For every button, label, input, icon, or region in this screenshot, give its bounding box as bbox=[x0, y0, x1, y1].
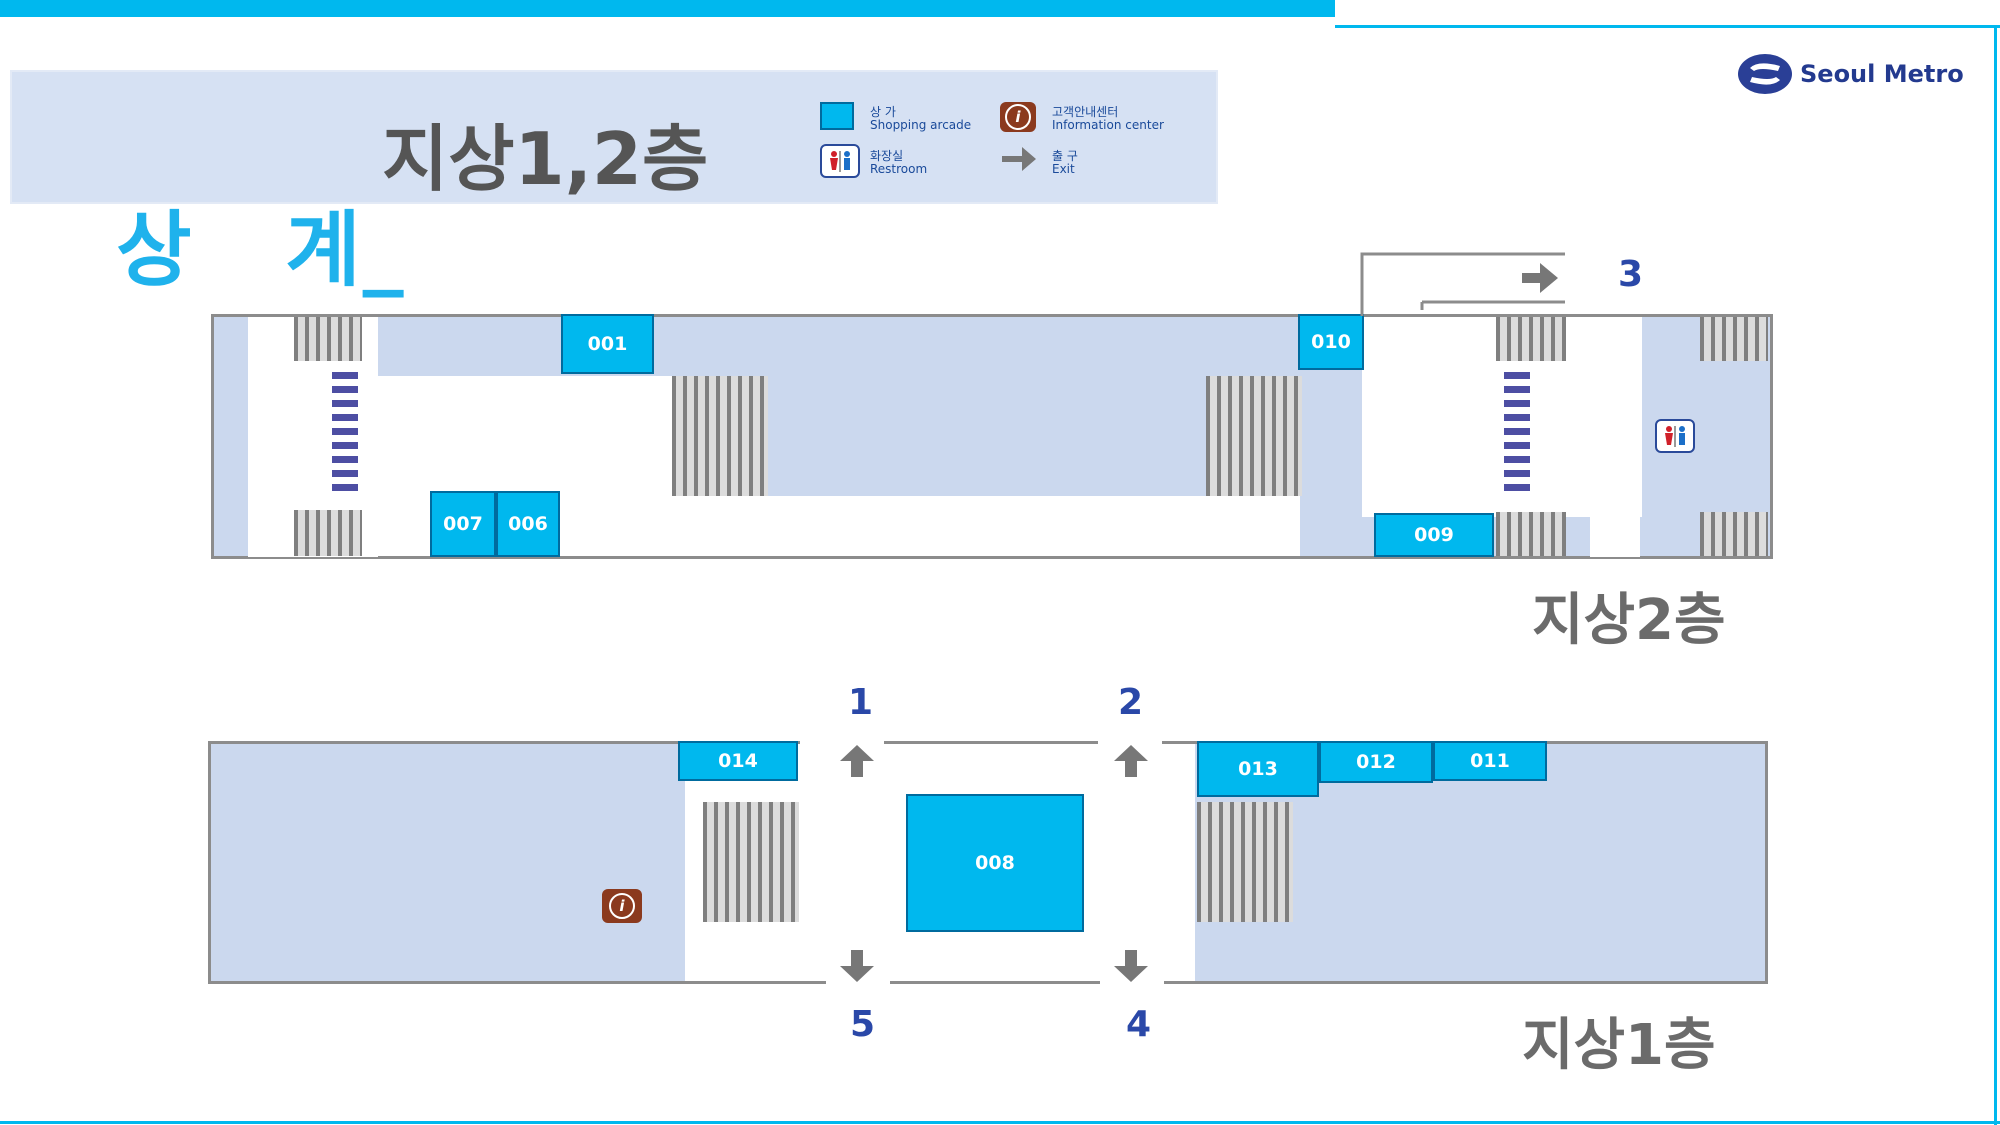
exit-3-label[interactable]: 3 bbox=[1618, 254, 1644, 295]
shop-006[interactable]: 006 bbox=[496, 491, 560, 557]
exit-4-opening bbox=[1100, 980, 1164, 985]
escalator bbox=[332, 372, 358, 498]
stairs bbox=[1496, 512, 1566, 556]
restroom-icon bbox=[820, 144, 860, 178]
floor2-top-left-block bbox=[380, 317, 560, 375]
exit-arrow-icon bbox=[1002, 147, 1036, 171]
stairs bbox=[672, 376, 768, 496]
stairs bbox=[1197, 802, 1293, 922]
right-border-line bbox=[1994, 25, 1997, 1125]
shop-011[interactable]: 011 bbox=[1433, 741, 1547, 781]
floors-title: 지상1,2층 bbox=[382, 117, 709, 201]
brand-name: Seoul Metro bbox=[1800, 60, 1964, 88]
title-panel bbox=[10, 70, 1218, 204]
bottom-border-line bbox=[0, 1121, 2000, 1124]
floor2-top-center-block bbox=[655, 317, 1300, 375]
stairs bbox=[294, 510, 362, 556]
floor1-label: 지상1층 bbox=[1522, 1013, 1716, 1078]
info-center-icon[interactable]: i bbox=[602, 889, 642, 923]
shop-008[interactable]: 008 bbox=[906, 794, 1084, 932]
stairs bbox=[294, 317, 362, 361]
exit-2-arrow-icon bbox=[1114, 745, 1148, 777]
stairs bbox=[1496, 317, 1566, 361]
exit-1-opening bbox=[800, 741, 884, 746]
exit-5-label[interactable]: 5 bbox=[850, 1004, 876, 1045]
station-name: 상 계_ bbox=[116, 203, 406, 298]
exit-4-arrow-icon bbox=[1114, 950, 1148, 982]
exit-1-label[interactable]: 1 bbox=[848, 682, 874, 723]
exit-1-arrow-icon bbox=[840, 745, 874, 777]
restroom-map-icon[interactable] bbox=[1655, 419, 1695, 453]
escalator bbox=[1504, 372, 1530, 498]
info-icon: i bbox=[1000, 102, 1036, 132]
shop-010[interactable]: 010 bbox=[1298, 314, 1364, 370]
seoul-metro-logo-icon bbox=[1738, 54, 1792, 94]
shop-013[interactable]: 013 bbox=[1197, 741, 1319, 797]
stairs bbox=[703, 802, 799, 922]
shop-014[interactable]: 014 bbox=[678, 741, 798, 781]
stairs bbox=[1206, 376, 1302, 496]
shop-001[interactable]: 001 bbox=[561, 314, 654, 374]
shop-012[interactable]: 012 bbox=[1319, 741, 1433, 783]
stairs bbox=[1700, 512, 1768, 556]
exit-2-label[interactable]: 2 bbox=[1118, 682, 1144, 723]
shop-007[interactable]: 007 bbox=[430, 491, 496, 557]
exit-5-arrow-icon bbox=[840, 950, 874, 982]
stairs bbox=[1700, 317, 1768, 361]
top-border-line bbox=[1335, 25, 2000, 28]
exit-4-label[interactable]: 4 bbox=[1126, 1004, 1152, 1045]
shopping-swatch bbox=[820, 102, 854, 130]
exit-2-opening bbox=[1098, 741, 1162, 746]
shop-009[interactable]: 009 bbox=[1374, 513, 1494, 557]
top-accent-bar bbox=[0, 0, 1335, 17]
floor2-label: 지상2층 bbox=[1532, 588, 1726, 653]
exit-3-bridge bbox=[1360, 252, 1565, 316]
floor2-center-block bbox=[766, 376, 1206, 496]
floor2-right-passage bbox=[1590, 317, 1640, 557]
exit-5-opening bbox=[826, 980, 890, 985]
